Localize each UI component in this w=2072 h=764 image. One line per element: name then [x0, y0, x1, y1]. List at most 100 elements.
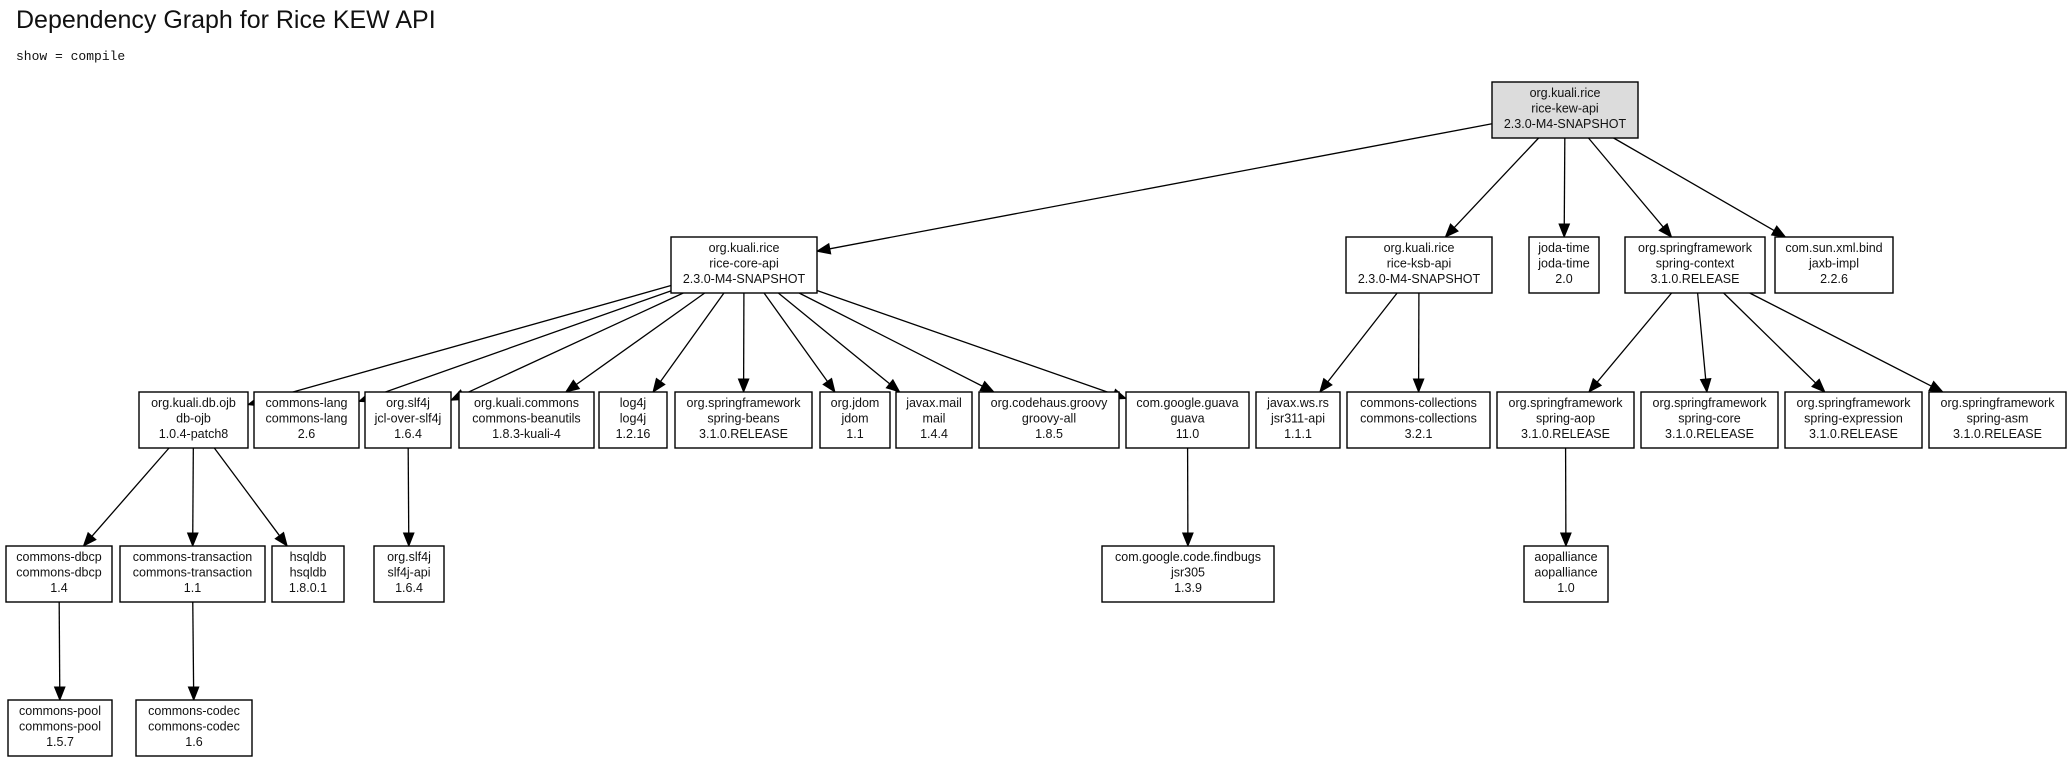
edges-layer [53, 123, 1945, 702]
node-group-id: org.jdom [831, 396, 880, 410]
node-group-id: org.kuali.rice [1384, 241, 1455, 255]
node-group-id: org.slf4j [387, 550, 431, 564]
node-artifact-id: spring-expression [1804, 412, 1903, 426]
node-artifact-id: spring-core [1678, 412, 1741, 426]
node-box [819, 391, 891, 449]
node-version: 2.6 [298, 427, 315, 441]
scope-filter-label: show = compile [16, 49, 126, 64]
dependency-edge-ojb-ctx [186, 447, 199, 548]
node-box [1345, 236, 1493, 294]
node-box [7, 699, 113, 757]
node-box [1101, 545, 1275, 603]
node-box [598, 391, 668, 449]
arrow-head-icon [979, 380, 996, 393]
artifact-node-ctx[interactable]: commons-transactioncommons-transaction1.… [119, 545, 266, 603]
arrow-head-icon [1658, 222, 1673, 239]
node-group-id: commons-lang [266, 396, 348, 410]
edge-line [213, 447, 280, 536]
node-group-id: org.kuali.db.ojb [151, 396, 236, 410]
arrow-head-icon [822, 377, 836, 394]
node-box [1928, 391, 2067, 449]
node-version: 3.1.0.RELEASE [1953, 427, 2042, 441]
dependency-edge-core-mail [777, 292, 901, 393]
node-group-id: org.kuali.rice [1530, 86, 1601, 100]
node-artifact-id: slf4j-api [387, 566, 430, 580]
node-group-id: log4j [620, 396, 646, 410]
node-artifact-id: commons-dbcp [16, 566, 101, 580]
artifact-node-sexpr[interactable]: org.springframeworkspring-expression3.1.… [1784, 391, 1923, 449]
artifact-node-cbu[interactable]: org.kuali.commonscommons-beanutils1.8.3-… [458, 391, 595, 449]
node-version: 1.6 [185, 735, 202, 749]
arrow-head-icon [82, 531, 97, 548]
dependency-edge-core-log4j [652, 292, 725, 394]
node-group-id: joda-time [1537, 241, 1589, 255]
dependency-edge-kew-core [815, 123, 1493, 255]
artifact-node-score[interactable]: org.springframeworkspring-core3.1.0.RELE… [1640, 391, 1779, 449]
edge-line [462, 292, 684, 396]
dependency-edge-ojb-dbcp [82, 447, 170, 548]
node-box [5, 545, 113, 603]
node-artifact-id: log4j [620, 412, 646, 426]
node-group-id: org.kuali.commons [474, 396, 579, 410]
dependency-edge-sctx-score [1696, 292, 1712, 394]
artifact-node-ccoll[interactable]: commons-collectionscommons-collections3.… [1346, 391, 1491, 449]
node-artifact-id: jsr311-api [1270, 412, 1325, 426]
artifact-node-saop[interactable]: org.springframeworkspring-aop3.1.0.RELEA… [1496, 391, 1635, 449]
node-artifact-id: jcl-over-slf4j [374, 412, 442, 426]
artifact-node-ksb[interactable]: org.kuali.ricerice-ksb-api2.3.0-M4-SNAPS… [1345, 236, 1493, 294]
arrow-head-icon [1319, 377, 1333, 394]
dependency-edge-kew-ksb [1444, 137, 1540, 238]
edge-line [575, 292, 706, 385]
node-group-id: org.springframework [1797, 396, 1912, 410]
node-box [1624, 236, 1766, 294]
node-artifact-id: commons-collections [1360, 412, 1477, 426]
dependency-edge-core-jdom [763, 292, 836, 394]
node-box [1528, 236, 1600, 294]
dependency-edge-saop-aopa [1559, 447, 1572, 548]
arrow-head-icon [1699, 378, 1712, 394]
artifact-node-core[interactable]: org.kuali.ricerice-core-api2.3.0-M4-SNAP… [670, 236, 818, 294]
dependency-edge-jcl-slf4j [402, 447, 415, 548]
artifact-node-kew[interactable]: org.kuali.ricerice-kew-api2.3.0-M4-SNAPS… [1491, 81, 1639, 139]
node-box [1346, 391, 1491, 449]
artifact-node-sctx[interactable]: org.springframeworkspring-context3.1.0.R… [1624, 236, 1766, 294]
arrow-head-icon [564, 379, 581, 393]
arrow-head-icon [1444, 223, 1459, 238]
node-version: 1.2.16 [616, 427, 651, 441]
edge-line [91, 447, 170, 537]
dependency-edge-ctx-codec [187, 601, 200, 702]
node-box [1784, 391, 1923, 449]
node-box [138, 391, 249, 449]
node-box [373, 545, 445, 603]
node-version: 2.0 [1555, 272, 1572, 286]
edge-line [1563, 137, 1566, 225]
artifact-node-sbean[interactable]: org.springframeworkspring-beans3.1.0.REL… [674, 391, 813, 449]
node-box [1523, 545, 1609, 603]
artifact-node-sasm[interactable]: org.springframeworkspring-asm3.1.0.RELEA… [1928, 391, 2067, 449]
node-box [1640, 391, 1779, 449]
node-box [674, 391, 813, 449]
edge-line [829, 123, 1493, 250]
arrow-head-icon [1181, 532, 1194, 548]
node-group-id: org.springframework [687, 396, 802, 410]
node-group-id: org.springframework [1653, 396, 1768, 410]
edge-line [58, 601, 61, 688]
